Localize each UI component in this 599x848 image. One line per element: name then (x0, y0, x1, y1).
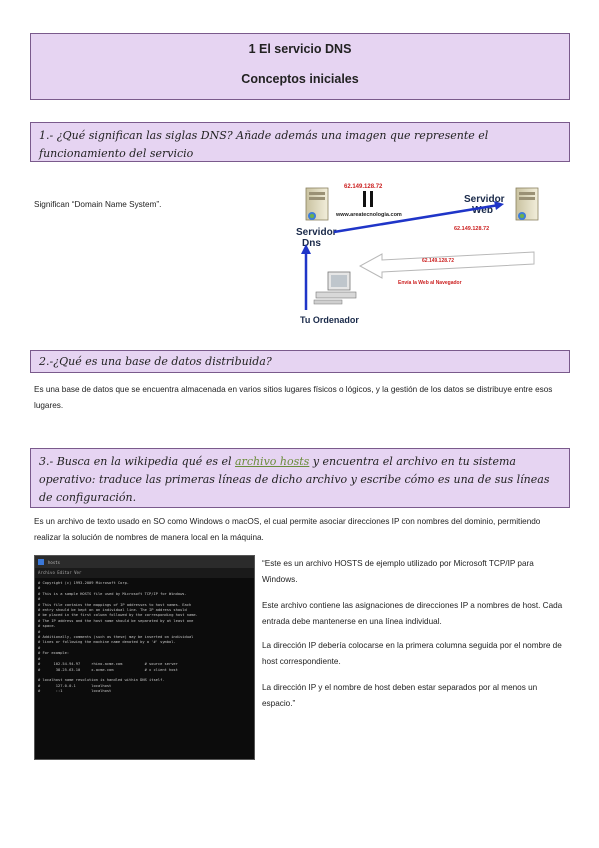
question-2-box: 2.-¿Qué es una base de datos distribuida… (30, 350, 570, 373)
ip-mid: 62.149.128.72 (454, 226, 489, 232)
dns-label-1: Servidor (296, 227, 337, 238)
web-label-1: Servidor (464, 194, 505, 205)
dns-server-icon (305, 187, 329, 221)
hosts-file-content: # Copyright (c) 1993-2009 Microsoft Corp… (38, 581, 198, 694)
answer-1-text: Significan “Domain Name System”. (34, 200, 162, 209)
terminal-titlebar: hosts (35, 556, 254, 568)
ip-top: 62.149.128.72 (344, 184, 383, 190)
site-label: www.areatecnologia.com (335, 212, 402, 218)
blue-arrow-top (333, 203, 500, 234)
pc-label: Tu Ordenador (300, 315, 359, 325)
translation-p3: La dirección IP debería colocarse en la … (262, 641, 562, 666)
hosts-file-screenshot: hosts Archivo Editar Ver # Copyright (c)… (34, 555, 255, 760)
web-label-2: Web (472, 205, 493, 216)
section-title: 1 El servicio DNS (248, 42, 352, 56)
dns-label-2: Dns (302, 238, 321, 249)
notepad-icon (38, 559, 44, 565)
computer-icon (313, 271, 357, 305)
archivo-hosts-link[interactable]: archivo hosts (235, 455, 310, 468)
question-2-text: 2.-¿Qué es una base de datos distribuida… (39, 355, 272, 368)
translation-p4: La dirección IP y el nombre de host debe… (262, 683, 538, 708)
question-3-text-pre: 3.- Busca en la wikipedia qué es el (39, 455, 235, 468)
section-subtitle: Conceptos iniciales (241, 72, 359, 86)
question-1-text: 1.- ¿Qué significan las siglas DNS? Añad… (39, 129, 489, 160)
hollow-arrow (358, 251, 535, 279)
section-title-box: 1 El servicio DNS Conceptos iniciales (30, 33, 570, 100)
terminal-menu: Archivo Editar Ver (35, 568, 254, 578)
terminal-tab: hosts (48, 559, 61, 565)
answer-2-text: Es una base de datos que se encuentra al… (34, 385, 553, 410)
answer-3-text: Es un archivo de texto usado en SO como … (34, 517, 541, 542)
translation-p2: Este archivo contiene las asignaciones d… (262, 601, 563, 626)
web-server-icon (515, 187, 539, 221)
question-3-text-post: y encuentra el archivo en tu sistema ope… (39, 455, 550, 504)
envia-label: Envía la Web al Navegador (398, 280, 462, 286)
dns-diagram: 62.149.128.72 www.areatecnologia.com Ser… (296, 184, 539, 325)
translation-p1: “Este es un archivo HOSTS de ejemplo uti… (262, 559, 534, 584)
question-1-box: 1.- ¿Qué significan las siglas DNS? Añad… (30, 122, 570, 162)
question-3-box: 3.- Busca en la wikipedia qué es el arch… (30, 448, 570, 508)
equals-icon (363, 191, 366, 207)
ip-arrow: 62.149.128.72 (422, 258, 454, 264)
